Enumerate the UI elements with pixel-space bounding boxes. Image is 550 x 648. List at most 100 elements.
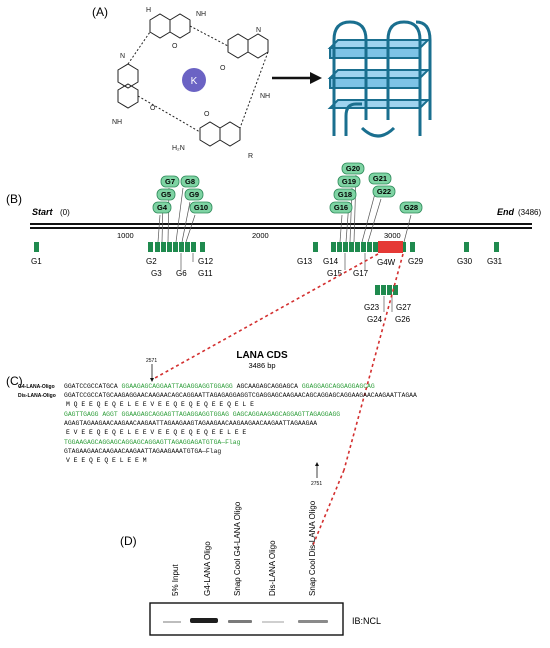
pill-g28-label: G28: [404, 203, 418, 212]
g-box: [331, 242, 336, 252]
g-box-g30: [464, 242, 469, 252]
panel-d-label: (D): [120, 534, 137, 548]
pill-g7-label: G7: [165, 177, 175, 186]
panel-b-label: (B): [6, 192, 22, 206]
label-g6: G6: [176, 269, 187, 278]
label-g13: G13: [297, 257, 313, 266]
g-boxes: [34, 242, 499, 295]
below-track-labels: G1 G2 G3 G6 G12 G11 G13 G14 G15 G17 G29 …: [31, 253, 503, 324]
atom-nh2-2: NH: [260, 93, 270, 100]
seq-g4-line1-a: GGATCCGCCATGCA: [64, 383, 118, 390]
pill-leaders: [157, 174, 412, 243]
g-box: [200, 242, 205, 252]
pill-g8: [180, 175, 200, 188]
g-box-g1: [34, 242, 39, 252]
pill-g16-label: G16: [334, 203, 348, 212]
pill-g20: [341, 162, 365, 175]
atom-o-4: O: [204, 111, 210, 118]
label-g24: G24: [367, 315, 383, 324]
blot-antibody-label: IB:NCL: [352, 616, 381, 626]
pill-g18-label: G18: [338, 190, 352, 199]
end-position: 2751: [311, 481, 322, 487]
pill-g5: [156, 188, 176, 201]
seq-dis-line3: GTAGAAGAACAAGAACAAGAATTAGAAGAAATGTGA—Fla…: [64, 448, 221, 455]
band-dis-lana: [262, 621, 284, 623]
seq-g4-line1-c: AGCAAGAGCAGGAGCA: [237, 383, 299, 390]
pill-g20-label: G20: [346, 164, 360, 173]
g-box: [337, 242, 342, 252]
g-box: [349, 242, 354, 252]
label-g1: G1: [31, 257, 42, 266]
tick-3000: 3000: [384, 231, 401, 240]
pill-g28: [399, 201, 423, 214]
label-g29: G29: [408, 257, 424, 266]
lane-label-snap-g4: Snap Cool G4-LANA Oligo: [233, 501, 242, 596]
sequence-block: GGATCCGCCATGCA GGAAGAGCAGGAATTAGAGGAGGTG…: [64, 383, 417, 464]
pill-g8-label: G8: [185, 177, 195, 186]
guanine-ring-2: [227, 33, 249, 59]
atom-labels: H NH O N NH O N NH O O H₂N R: [112, 7, 270, 160]
lana-cds-subtitle: 3486 bp: [248, 361, 275, 370]
atom-nh2-1: NH: [196, 11, 206, 18]
g-box: [355, 242, 360, 252]
guanine-ring-4: [199, 121, 221, 147]
panel-c-label: (C): [6, 374, 23, 388]
g-box: [191, 242, 196, 252]
pill-g16: [329, 201, 353, 214]
g-box: [167, 242, 172, 252]
g-box-g26: [387, 285, 392, 295]
potassium-ion: [182, 68, 206, 92]
start-value: (0): [60, 208, 70, 217]
g-box: [373, 242, 378, 252]
start-position: 2571: [146, 358, 157, 364]
pill-g9: [184, 188, 204, 201]
guanine-ring-2b: [247, 33, 269, 59]
end-position-arrowhead: [315, 462, 319, 466]
pill-g19: [337, 175, 361, 188]
g-box-g24: [381, 285, 386, 295]
label-g27: G27: [396, 303, 412, 312]
pill-g10: [189, 201, 213, 214]
aa-line3: V E E Q E Q E L E E M: [66, 457, 147, 464]
g-box-g13: [313, 242, 318, 252]
pill-g21-label: G21: [373, 174, 387, 183]
pill-g22-label: G22: [377, 187, 391, 196]
guanine-ring-4b: [219, 121, 241, 147]
band-g4-lana: [190, 618, 218, 623]
lane-label-dis-lana: Dis-LANA Oligo: [268, 540, 277, 596]
start-position-arrowhead: [150, 378, 154, 382]
g-box: [155, 242, 160, 252]
aa-line1: M Q E E Q E Q E L E E V E E Q E Q E Q E …: [66, 401, 254, 408]
label-g15: G15: [327, 269, 343, 278]
label-g2: G2: [146, 257, 157, 266]
pill-g21: [368, 172, 392, 185]
seq-g4-line2: GAGTTGAGG AGGT GGAAGAGCAGGAGTTAGAGGAGGTG…: [64, 411, 340, 418]
atom-h2n-4: H₂N: [172, 145, 185, 152]
g-box-g2: [148, 242, 153, 252]
lane-labels: 5% Input G4-LANA Oligo Snap Cool G4-LANA…: [171, 500, 317, 596]
label-g30: G30: [457, 257, 473, 266]
seq-g4-line1-d: GGAGGAGCAGGAGGAGCAG: [302, 383, 375, 390]
guanine-ring-1: [149, 13, 171, 39]
g-box: [361, 242, 366, 252]
pill-g10-label: G10: [194, 203, 208, 212]
g4w-label: G4W: [377, 258, 396, 267]
pill-g19-label: G19: [342, 177, 356, 186]
band-input: [163, 621, 181, 623]
guanine-ring-1b: [169, 13, 191, 39]
pill-g5-label: G5: [161, 190, 171, 199]
atom-o-2: O: [220, 65, 226, 72]
g-box-g28: [401, 242, 406, 252]
g4-pills: G7 G8 G5 G9 G4 G10 G20 G19 G21 G18 G22 G…: [152, 162, 423, 214]
atom-h-1: H: [146, 7, 151, 14]
label-g26: G26: [395, 315, 411, 324]
atom-r-4: R: [248, 153, 253, 160]
g-box-g29: [410, 242, 415, 252]
panel-a-label: (A): [92, 5, 108, 19]
start-label: Start: [32, 207, 54, 217]
atom-n-3: N: [120, 53, 125, 60]
aa-line2: E V E E Q E Q E L E E V E E Q E Q E Q E …: [66, 429, 246, 436]
band-snap-g4: [228, 620, 252, 623]
label-g11: G11: [198, 269, 213, 278]
end-label: End: [497, 207, 515, 217]
